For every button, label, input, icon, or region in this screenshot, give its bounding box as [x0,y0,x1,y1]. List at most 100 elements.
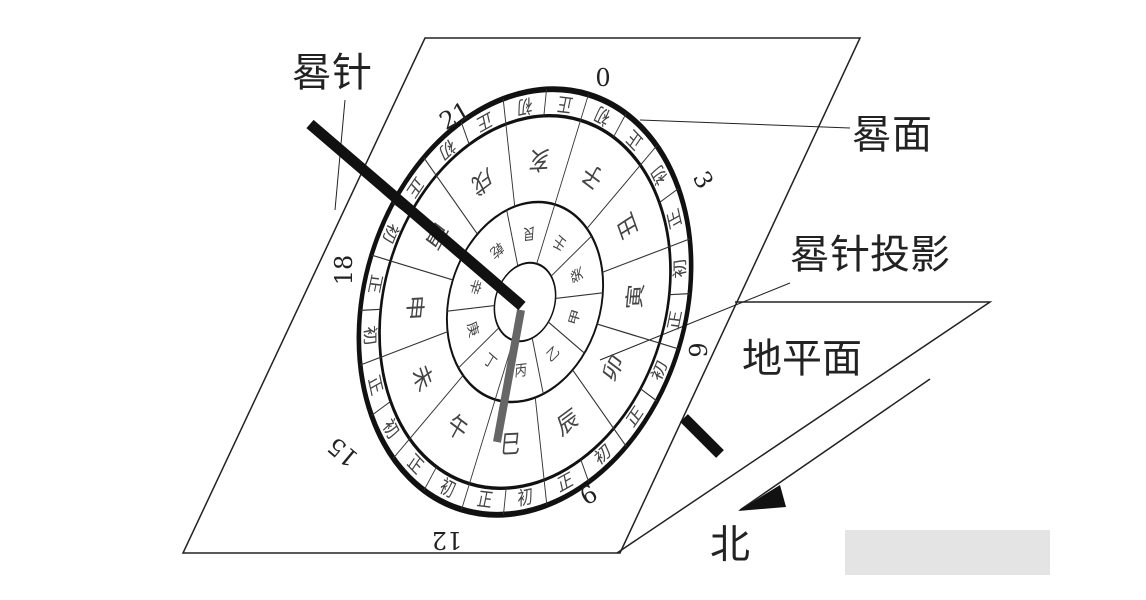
gnomon-label: 晷针 [292,50,372,96]
gnomon [306,119,526,311]
hour-number: 0 [595,64,610,92]
outer-ring-char: 初 [360,324,377,347]
inner-ring-char: 辛 [466,277,484,296]
outer-ring-char: 正 [665,309,686,331]
dial-face-leader [639,119,851,129]
sector-line [555,292,603,299]
sector-line [435,175,478,235]
outer-ring-char: 初 [436,134,458,164]
sector-line [543,479,548,506]
sector-line [531,337,544,395]
inner-ring-char: 庚 [464,319,480,340]
sector-line [572,369,615,429]
gnomon-shadow-label: 晷针投影 [790,232,950,278]
sector-line [534,397,545,481]
dial-face-label: 晷面 [852,112,932,158]
ground-plane [616,301,993,554]
sector-line [536,204,556,264]
middle-ring-char: 申 [402,294,427,321]
hour-number: 21 [435,96,475,136]
inner-ring-char: 乙 [545,342,563,366]
gnomon-lower [680,414,724,458]
outer-ring-char: 正 [556,469,575,497]
inner-ring-char: 甲 [566,308,584,327]
sector-line [447,305,495,312]
sector-line [461,483,470,510]
middle-ring-char: 戌 [468,162,495,200]
sector-line [503,488,507,515]
sector-line [392,438,410,459]
sector-line [423,466,437,491]
north-arrow-icon [738,485,786,511]
watermark [845,530,1050,575]
sector-line [423,157,437,176]
sector-line [586,164,641,229]
outer-ring-char: 正 [665,205,686,232]
inner-ring-char: 艮 [523,223,536,242]
sector-line [554,120,581,205]
outer-ring-char: 正 [475,107,494,135]
inner-ring-char: 癸 [570,264,586,285]
sector-line [640,388,658,402]
inner-ring-char: 乾 [488,238,506,262]
sector-line [597,323,660,344]
hour-number: 9 [574,478,601,510]
sector-line [548,321,585,354]
outer-ring-char: 正 [556,91,575,115]
middle-ring-char: 丑 [614,207,643,244]
hour-number: 12 [432,526,463,554]
outer-ring-char: 初 [379,220,402,246]
sector-line [458,327,500,369]
sector-line [380,331,448,358]
middle-ring-char: 午 [442,410,472,448]
sector-line [360,356,381,366]
outer-ring-char: 初 [517,486,532,511]
outer-ring-char: 初 [592,441,614,471]
sector-line [550,235,592,277]
sector-line [360,308,381,311]
outer-ring-char: 初 [672,257,689,280]
shadow-leader [599,282,791,361]
sector-line [371,254,391,262]
sector-line [543,89,547,116]
inner-ring-char: 壬 [551,231,569,254]
hour-number: 3 [687,166,719,193]
middle-ring-char: 子 [578,157,608,195]
sector-line [580,94,589,121]
middle-ring-char: 寅 [623,283,648,310]
hour-number: 18 [330,255,358,286]
inner-ring-char: 丙 [514,362,527,381]
outer-ring-char: 初 [649,358,672,384]
sector-line [409,375,464,440]
sector-line [502,98,507,125]
sector-line [659,342,679,350]
sector-line [669,238,690,248]
middle-ring-char: 辰 [554,404,581,442]
sector-line [580,459,590,483]
middle-ring-char: 卯 [599,351,629,387]
middle-ring-char: 亥 [528,144,551,174]
hour-number: 15 [322,431,363,472]
middle-ring-char: 未 [407,360,436,397]
sector-line [505,123,516,207]
hour-number: 6 [683,342,711,357]
dial-plane [181,37,862,554]
sector-line [371,400,391,417]
sector-line [460,121,470,145]
sector-line [669,293,690,296]
middle-ring-char: 巳 [499,430,522,460]
north-line [739,378,931,511]
ground-plane-label: 地平面 [742,336,862,382]
sector-line [469,399,496,484]
sector-line [659,187,679,204]
sector-line [613,113,627,138]
outer-ring-char: 正 [475,489,494,513]
sector-line [640,145,658,166]
outer-ring-char: 正 [364,273,385,295]
gnomon-shadow [493,309,525,443]
sector-line [506,209,519,267]
outer-ring-char: 正 [364,372,385,399]
inner-ring-char: 丁 [481,350,499,373]
north-label: 北 [710,522,750,568]
